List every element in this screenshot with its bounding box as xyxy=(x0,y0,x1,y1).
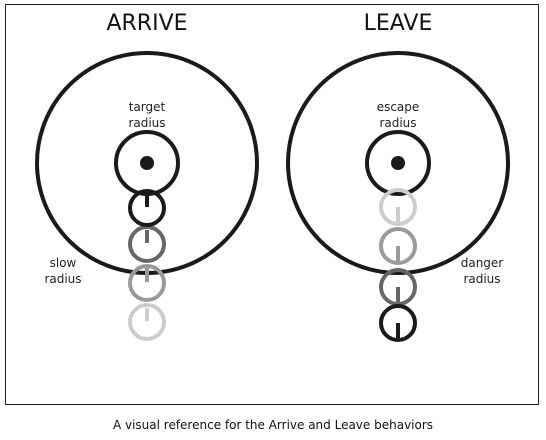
leave-panel: LEAVE escape radius danger radius xyxy=(286,11,510,342)
arrive-title: ARRIVE xyxy=(106,11,187,36)
leave-agent-4 xyxy=(379,304,417,342)
arrive-panel: ARRIVE target radius slow radius xyxy=(35,11,259,341)
diagram-frame xyxy=(5,4,539,405)
figure-caption: A visual reference for the Arrive and Le… xyxy=(112,418,434,432)
leave-escape-radius-circle xyxy=(365,130,431,196)
arrive-target-dot xyxy=(140,156,154,170)
leave-threat-dot xyxy=(391,156,405,170)
leave-outer-label-1: danger xyxy=(461,256,504,270)
arrive-outer-label-1: slow xyxy=(50,256,77,270)
arrive-agent-1 xyxy=(128,189,166,227)
leave-inner-label-1: escape xyxy=(377,100,420,114)
arrive-agent-4 xyxy=(128,303,166,341)
arrive-inner-label-2: radius xyxy=(128,116,165,130)
leave-danger-radius-circle xyxy=(286,51,510,275)
arrive-inner-label-1: target xyxy=(129,100,166,114)
leave-inner-label-2: radius xyxy=(379,116,416,130)
leave-outer-label-2: radius xyxy=(463,272,500,286)
leave-agent-2 xyxy=(379,227,417,265)
arrive-agent-3 xyxy=(128,264,166,302)
arrive-leave-diagram: ARRIVE target radius slow radius LEAVE xyxy=(35,11,510,342)
leave-title: LEAVE xyxy=(364,11,433,36)
leave-agent-1 xyxy=(379,188,417,226)
arrive-outer-label-2: radius xyxy=(44,272,81,286)
arrive-agent-2 xyxy=(128,225,166,263)
leave-agent-3 xyxy=(379,268,417,306)
